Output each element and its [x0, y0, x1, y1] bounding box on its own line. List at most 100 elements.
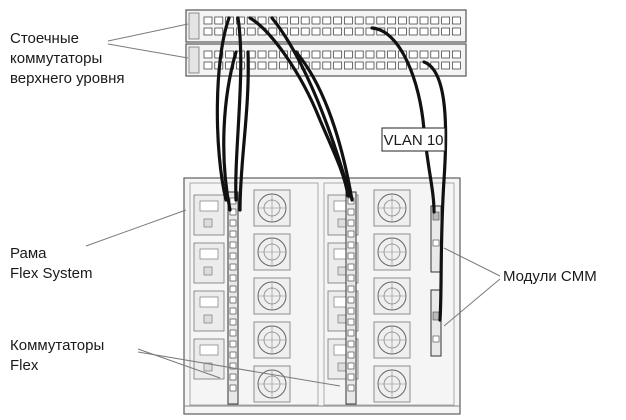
label-flex-switches-line1: Коммутаторы [10, 337, 104, 354]
switch-port [323, 28, 331, 35]
switch-port [431, 28, 439, 35]
switch-port [290, 28, 298, 35]
switch-port [204, 62, 212, 69]
label-flex-chassis-line1: Рама [10, 245, 47, 262]
vlan-label-box: VLAN 10 [382, 128, 445, 151]
switch-port [204, 28, 212, 35]
switch-port [312, 28, 320, 35]
flex-switch-port [230, 352, 236, 358]
flex-switch-port [230, 286, 236, 292]
flex-switch-port [230, 275, 236, 281]
flex-switch-port [348, 385, 354, 391]
switch-port [355, 62, 363, 69]
flex-switch-port [348, 297, 354, 303]
switch-port [204, 17, 212, 24]
switch-port [452, 51, 460, 58]
flex-switch-port [348, 352, 354, 358]
switch-port [355, 17, 363, 24]
switch-port [442, 17, 450, 24]
power-supply-port [338, 315, 346, 323]
flex-switch-port [348, 330, 354, 336]
flex-system-chassis [184, 178, 460, 414]
switch-port [388, 17, 396, 24]
switch-port [420, 28, 428, 35]
switch-port [344, 51, 352, 58]
switch-port [452, 28, 460, 35]
flex-switch-port [348, 275, 354, 281]
power-supply-port [338, 267, 346, 275]
top-rack-switch-2 [186, 44, 466, 76]
flex-switch-port [348, 286, 354, 292]
switch-port [431, 17, 439, 24]
switch-port [409, 17, 417, 24]
flex-switch-port [348, 374, 354, 380]
switch-port [377, 17, 385, 24]
power-supply-handle [200, 345, 218, 355]
switch-port [280, 62, 288, 69]
switch-port [334, 62, 342, 69]
switch-port [398, 17, 406, 24]
power-supply-port [204, 315, 212, 323]
switch-port [409, 51, 417, 58]
switch-port [377, 62, 385, 69]
power-supply-handle [200, 297, 218, 307]
switch-port [431, 51, 439, 58]
label-flex-chassis-line2: Flex System [10, 265, 93, 282]
flex-switch-port [230, 297, 236, 303]
flex-switch-port [230, 341, 236, 347]
flex-switch-port [230, 319, 236, 325]
flex-switch-port [230, 374, 236, 380]
switch-port [334, 28, 342, 35]
switch-port [452, 17, 460, 24]
flex-switch-port [348, 319, 354, 325]
flex-switch-port [348, 231, 354, 237]
power-supply-port [204, 267, 212, 275]
switch-port [452, 62, 460, 69]
flex-switch-port [348, 242, 354, 248]
switch-port [442, 28, 450, 35]
flex-switch-port [230, 385, 236, 391]
switch-port [258, 51, 266, 58]
switch-port [442, 62, 450, 69]
switch-port [280, 17, 288, 24]
switch-port [312, 62, 320, 69]
switch-port [442, 51, 450, 58]
switch-port [247, 28, 255, 35]
power-supply-port [338, 219, 346, 227]
switch-port [215, 17, 223, 24]
power-supply-handle [200, 249, 218, 259]
switch-port [301, 28, 309, 35]
switch-port [301, 51, 309, 58]
flex-switch-port [230, 220, 236, 226]
flex-switch-port [230, 308, 236, 314]
switch-port [323, 62, 331, 69]
switch-port [323, 17, 331, 24]
label-flex-switches: Коммутаторы Flex [10, 337, 104, 374]
switch-port [388, 62, 396, 69]
label-cmm-modules: Модули CMM [503, 268, 597, 285]
switch-port [366, 62, 374, 69]
label-flex-chassis: Рама Flex System [10, 245, 93, 282]
flex-switch-port [230, 253, 236, 259]
label-top-switches: Стоечные коммутаторы верхнего уровня [10, 30, 125, 87]
flex-switch-port [348, 264, 354, 270]
switch-port [290, 17, 298, 24]
flex-switch-port [348, 308, 354, 314]
switch-port [355, 51, 363, 58]
power-supply-port [204, 219, 212, 227]
power-supply-handle [200, 201, 218, 211]
label-flex-switches-line2: Flex [10, 357, 39, 374]
flex-switch-port [348, 220, 354, 226]
switch-port [269, 51, 277, 58]
switch-port [377, 51, 385, 58]
switch-port [366, 17, 374, 24]
cmm-module-top [431, 206, 441, 272]
switch-port [344, 17, 352, 24]
flex-switch-port [348, 253, 354, 259]
switch-port [398, 62, 406, 69]
flex-switch-port [348, 209, 354, 215]
label-top-switches-line1: Стоечные [10, 30, 79, 47]
switch-port [215, 28, 223, 35]
label-top-switches-line2: коммутаторы [10, 50, 102, 67]
